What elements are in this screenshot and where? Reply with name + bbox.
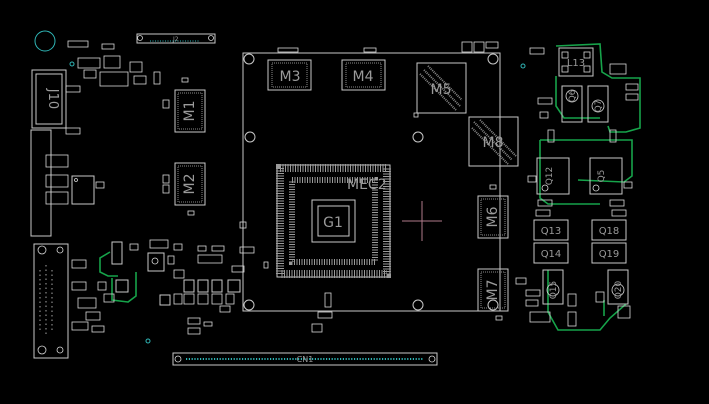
label-g1: G1 [323, 215, 343, 231]
transistor-q18[interactable]: Q18 [591, 219, 627, 241]
connector-j10[interactable]: J10 [31, 69, 67, 129]
chip-m5[interactable]: M5 [416, 62, 467, 114]
label-q13: Q13 [541, 226, 562, 237]
passives-top-left [65, 40, 161, 135]
label-m1: M1 [182, 101, 198, 122]
chip-m2[interactable]: M2 [174, 162, 206, 206]
fiducial-small [145, 338, 151, 344]
label-mec2: MEC2 [347, 177, 387, 193]
components-left-lower [71, 239, 225, 333]
label-j2: J2 [172, 36, 179, 43]
transistor-q12[interactable]: Q12 [536, 157, 570, 195]
label-m6: M6 [485, 206, 501, 227]
label-m3: M3 [280, 69, 301, 85]
transistor-q6[interactable]: Q6 [561, 85, 583, 123]
transistor-q7[interactable]: Q7 [587, 85, 609, 123]
fiducial-top-left [34, 30, 56, 52]
transistor-q5[interactable]: Q5 [589, 157, 623, 195]
ic-left-mid [45, 154, 105, 205]
chip-mec2[interactable]: MEC2 G1 [276, 164, 391, 278]
label-m4: M4 [353, 69, 374, 85]
fiducial-small [520, 63, 526, 69]
label-m5: M5 [431, 82, 452, 98]
transistor-q19[interactable]: Q19 [591, 242, 627, 264]
transistor-q20[interactable]: Q20 [607, 269, 629, 305]
label-l13: L13 [567, 58, 585, 69]
label-q14: Q14 [541, 249, 562, 260]
chip-m3[interactable]: M3 [267, 59, 312, 91]
fiducial-small [69, 61, 75, 67]
connector-side-left[interactable] [30, 129, 52, 237]
label-m7: M7 [485, 280, 501, 301]
transistor-q15[interactable]: Q15 [542, 269, 564, 305]
label-q7: Q7 [594, 100, 604, 113]
transistor-row [159, 279, 241, 335]
chip-m4[interactable]: M4 [341, 59, 386, 91]
inductor-l13[interactable]: L13 [558, 47, 594, 77]
chip-m1[interactable]: M1 [174, 89, 206, 133]
label-q15: Q15 [549, 281, 559, 300]
label-cn1: CN1 [297, 355, 314, 364]
module-outline-center [242, 52, 501, 312]
chip-m7[interactable]: M7 [477, 268, 509, 312]
transistor-q14[interactable]: Q14 [533, 242, 569, 264]
label-q5: Q5 [597, 170, 607, 183]
label-q19: Q19 [599, 249, 620, 260]
connector-j2[interactable]: J2 [136, 33, 216, 44]
label-q6: Q6 [568, 89, 578, 102]
connector-cn1[interactable]: CN1 [172, 352, 438, 366]
passives-module [231, 41, 503, 333]
label-j10: J10 [45, 88, 60, 109]
vga-connector-left[interactable] [33, 243, 69, 359]
passives-right [515, 47, 639, 327]
label-m8: M8 [483, 135, 504, 151]
label-q12: Q12 [545, 167, 555, 186]
chip-m8[interactable]: M8 [468, 116, 519, 167]
chip-m6[interactable]: M6 [477, 195, 509, 239]
crosshair-cursor [402, 201, 442, 241]
label-m2: M2 [182, 174, 198, 195]
label-q18: Q18 [599, 226, 620, 237]
label-q20: Q20 [614, 280, 624, 299]
transistor-q13[interactable]: Q13 [533, 219, 569, 241]
